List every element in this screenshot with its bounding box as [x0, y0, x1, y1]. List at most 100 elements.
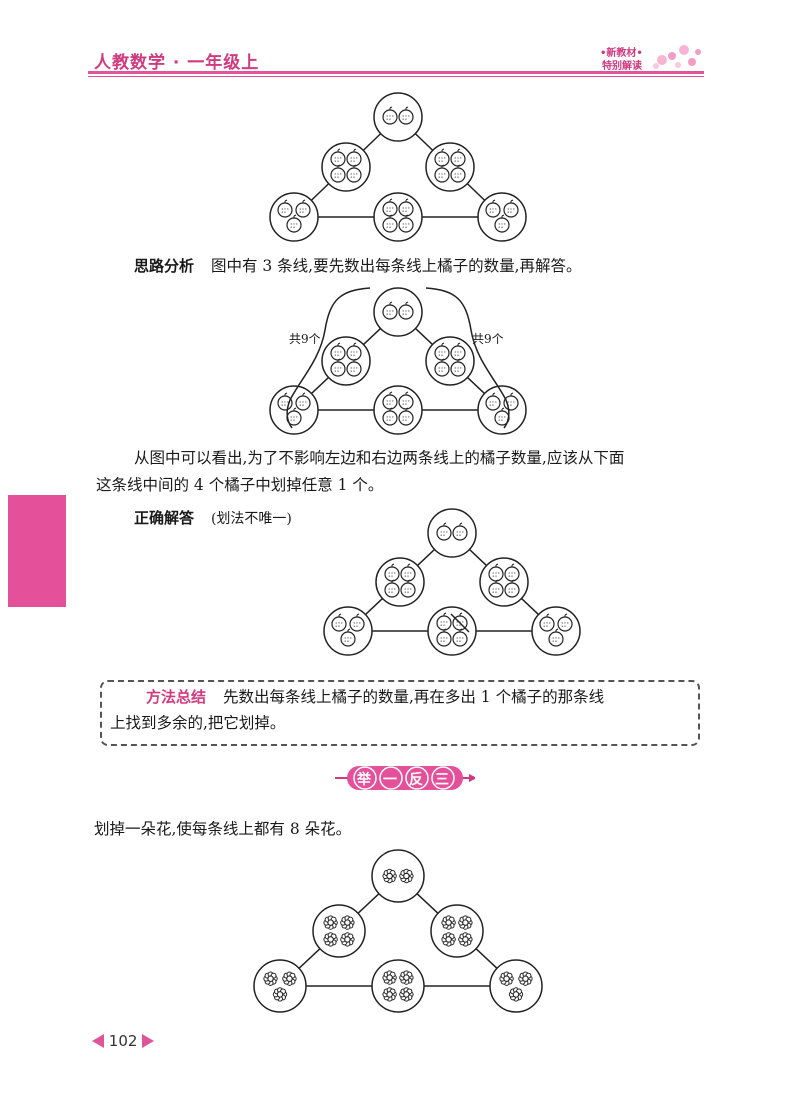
juyi-char-1: 举: [357, 772, 371, 788]
flower-icon: [382, 970, 397, 985]
answer-note: (划法不唯一): [210, 511, 292, 527]
flower-icon: [441, 932, 456, 947]
connector-line: [468, 548, 488, 567]
orange-icon: [548, 628, 564, 647]
orange-icon: [398, 198, 414, 217]
group-circle: [427, 508, 477, 558]
exercise-text: 划掉一朵花,使每条线上都有 8 朵花。: [94, 820, 352, 838]
orange-icon: [384, 579, 400, 598]
orange-icon: [503, 199, 519, 218]
flower-decoration-icon: [653, 45, 701, 69]
orange-icon: [557, 613, 573, 632]
analysis-label: 思路分析: [134, 257, 195, 275]
connector-line: [310, 183, 330, 201]
orange-icon: [295, 199, 311, 218]
orange-icon: [504, 579, 520, 598]
juyi-char-4: 三: [435, 772, 449, 788]
orange-icon: [382, 301, 398, 320]
orange-icon: [485, 199, 501, 218]
left-brace-label: 共9个: [289, 332, 321, 346]
orange-icon: [450, 358, 466, 377]
flower-icon: [458, 932, 473, 947]
connector-line: [357, 893, 380, 914]
orange-icon: [452, 522, 468, 541]
summary-line1: 方法总结 先数出每条线上橘子的数量,再在多出 1 个橘子的那条线: [146, 686, 604, 708]
page-number: 102: [108, 1032, 138, 1050]
orange-icon: [330, 358, 346, 377]
orange-icon: [382, 214, 398, 233]
orange-icon: [346, 358, 362, 377]
connector-line: [416, 548, 436, 567]
flower-icon: [272, 987, 288, 1002]
flower-icon: [399, 970, 414, 985]
group-circle: [371, 959, 425, 1013]
flower-icon: [382, 987, 397, 1002]
badge-line2: 特别解读: [602, 61, 642, 72]
connector-line: [466, 376, 486, 395]
group-circle: [489, 959, 543, 1013]
flower-icon: [340, 915, 355, 930]
orange-icon: [295, 392, 311, 411]
analysis-line: 思路分析 图中有 3 条线,要先数出每条线上橘子的数量,再解答。: [134, 255, 582, 277]
orange-icon: [331, 613, 347, 632]
connector-line: [298, 948, 321, 969]
group-circle: [321, 142, 371, 192]
flower-icon: [323, 932, 338, 947]
orange-icon: [494, 214, 510, 233]
next-arrow-icon: [142, 1034, 155, 1048]
connector-line: [362, 327, 382, 346]
orange-icon: [286, 214, 302, 233]
group-circle: [375, 557, 425, 607]
orange-icon: [434, 358, 450, 377]
connector-line: [466, 183, 486, 201]
badge-line1: •新教材•: [600, 48, 643, 59]
group-circle: [479, 557, 529, 607]
flower-icon: [282, 971, 297, 986]
juyi-fansan-banner: 举 一 反 三: [335, 764, 477, 792]
orange-icon: [436, 628, 452, 647]
flower-icon: [340, 932, 355, 947]
flower-icon: [458, 915, 473, 930]
juyi-char-2: 一: [383, 772, 397, 788]
group-circle: [425, 142, 475, 192]
page-number-nav: 102: [92, 1032, 155, 1050]
group-circle: [253, 959, 307, 1013]
flower-icon: [499, 971, 514, 986]
group-circle: [321, 336, 371, 386]
summary-line2: 上找到多余的,把它划掉。: [110, 714, 286, 732]
connector-line: [362, 133, 382, 151]
connector-line: [414, 327, 434, 346]
answer-line: 正确解答 (划法不唯一): [134, 507, 292, 530]
summary-text1: 先数出每条线上橘子的数量,再在多出 1 个橘子的那条线: [222, 688, 605, 706]
cross-out-mark: [450, 613, 470, 633]
orange-icon: [398, 301, 414, 320]
right-brace-label: 共9个: [472, 332, 504, 346]
orange-icon: [452, 628, 468, 647]
group-circle: [373, 385, 423, 435]
orange-icon: [277, 199, 293, 218]
orange-icon: [346, 164, 362, 183]
orange-icon: [382, 407, 398, 426]
analysis-text: 图中有 3 条线,要先数出每条线上橘子的数量,再解答。: [210, 257, 582, 275]
prev-arrow-icon: [92, 1034, 104, 1048]
orange-icon: [398, 106, 414, 125]
flower-icon: [382, 868, 397, 884]
connector-line: [364, 597, 384, 616]
answer-label: 正确解答: [134, 509, 195, 527]
orange-icon: [450, 342, 466, 361]
observation-line2: 这条线中间的 4 个橘子中划掉任意 1 个。: [96, 476, 384, 494]
group-circle: [373, 92, 423, 142]
flower-icon: [263, 971, 278, 986]
orange-icon: [400, 579, 416, 598]
flower-icon: [323, 915, 338, 930]
book-title: 人教数学 · 一年级上: [94, 53, 260, 73]
orange-icon: [398, 214, 414, 233]
flower-icon: [518, 971, 533, 986]
orange-icon: [434, 164, 450, 183]
group-circle: [373, 192, 423, 242]
orange-icon: [382, 106, 398, 125]
group-circle: [312, 904, 366, 958]
orange-icon: [539, 613, 555, 632]
observation-line1: 从图中可以看出,为了不影响左边和右边两条线上的橘子数量,应该从下面: [134, 449, 625, 467]
